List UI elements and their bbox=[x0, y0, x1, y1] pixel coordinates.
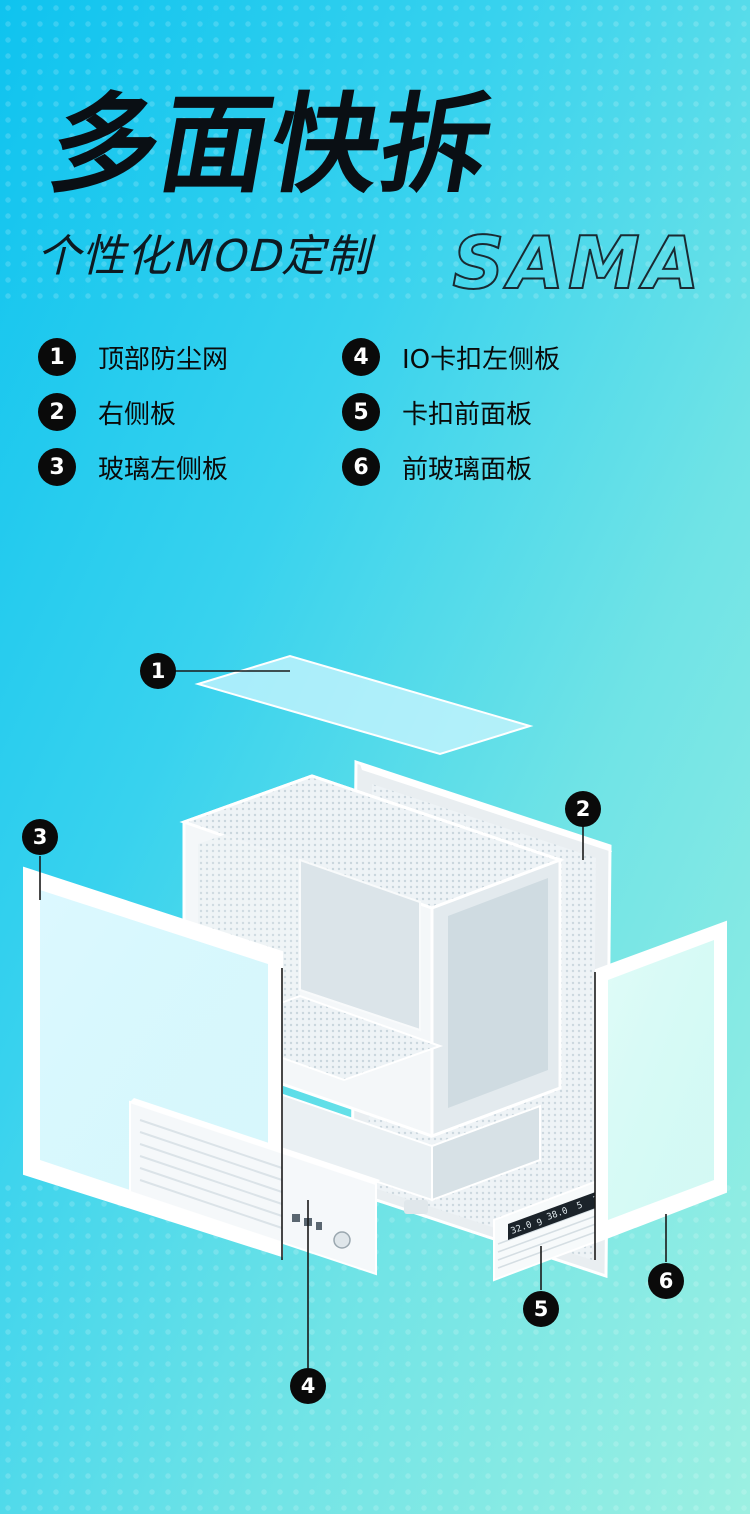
legend-item-4: 4 IO卡扣左侧板 bbox=[342, 337, 560, 377]
legend-label: 顶部防尘网 bbox=[98, 344, 229, 375]
display-readout-2: 9 bbox=[536, 1218, 545, 1229]
callout-2: 2 bbox=[565, 791, 601, 827]
callout-1: 1 bbox=[140, 653, 176, 689]
display-readout-4: 5 bbox=[576, 1201, 585, 1212]
legend-badge: 2 bbox=[38, 393, 76, 431]
legend-badge: 3 bbox=[38, 448, 76, 486]
legend-badge: 5 bbox=[342, 393, 380, 431]
legend-label: 前玻璃面板 bbox=[402, 454, 533, 485]
legend-item-2: 2 右侧板 bbox=[38, 392, 176, 432]
exploded-case-illustration: 32.0 9 38.0 5 15 bbox=[0, 560, 750, 1514]
front-glass-panel bbox=[595, 920, 727, 1244]
legend-item-1: 1 顶部防尘网 bbox=[38, 337, 228, 377]
page-title: 多面快拆 bbox=[41, 83, 504, 208]
legend-item-5: 5 卡扣前面板 bbox=[342, 392, 532, 432]
legend-label: 卡扣前面板 bbox=[402, 399, 533, 430]
legend-badge: 4 bbox=[342, 338, 380, 376]
top-dust-filter bbox=[194, 654, 534, 756]
front-clip-panel: 32.0 9 38.0 5 15 bbox=[493, 1172, 617, 1282]
legend-label: 玻璃左侧板 bbox=[98, 454, 229, 485]
legend-item-3: 3 玻璃左侧板 bbox=[38, 447, 228, 487]
callout-5: 5 bbox=[523, 1291, 559, 1327]
callout-6: 6 bbox=[648, 1263, 684, 1299]
dot-pattern-top bbox=[0, 0, 750, 300]
brand-logo: SAMA bbox=[438, 220, 718, 306]
io-clip-panel bbox=[129, 1098, 380, 1276]
callout-4: 4 bbox=[290, 1368, 326, 1404]
case-chassis bbox=[179, 774, 565, 1214]
legend-badge: 1 bbox=[38, 338, 76, 376]
page-subtitle: 个性化MOD定制 bbox=[33, 231, 381, 282]
legend-label: IO卡扣左侧板 bbox=[402, 344, 561, 375]
brand-logo-text: SAMA bbox=[453, 222, 704, 300]
callout-3: 3 bbox=[22, 819, 58, 855]
legend-badge: 6 bbox=[342, 448, 380, 486]
legend-item-6: 6 前玻璃面板 bbox=[342, 447, 532, 487]
legend-label: 右侧板 bbox=[98, 399, 177, 430]
